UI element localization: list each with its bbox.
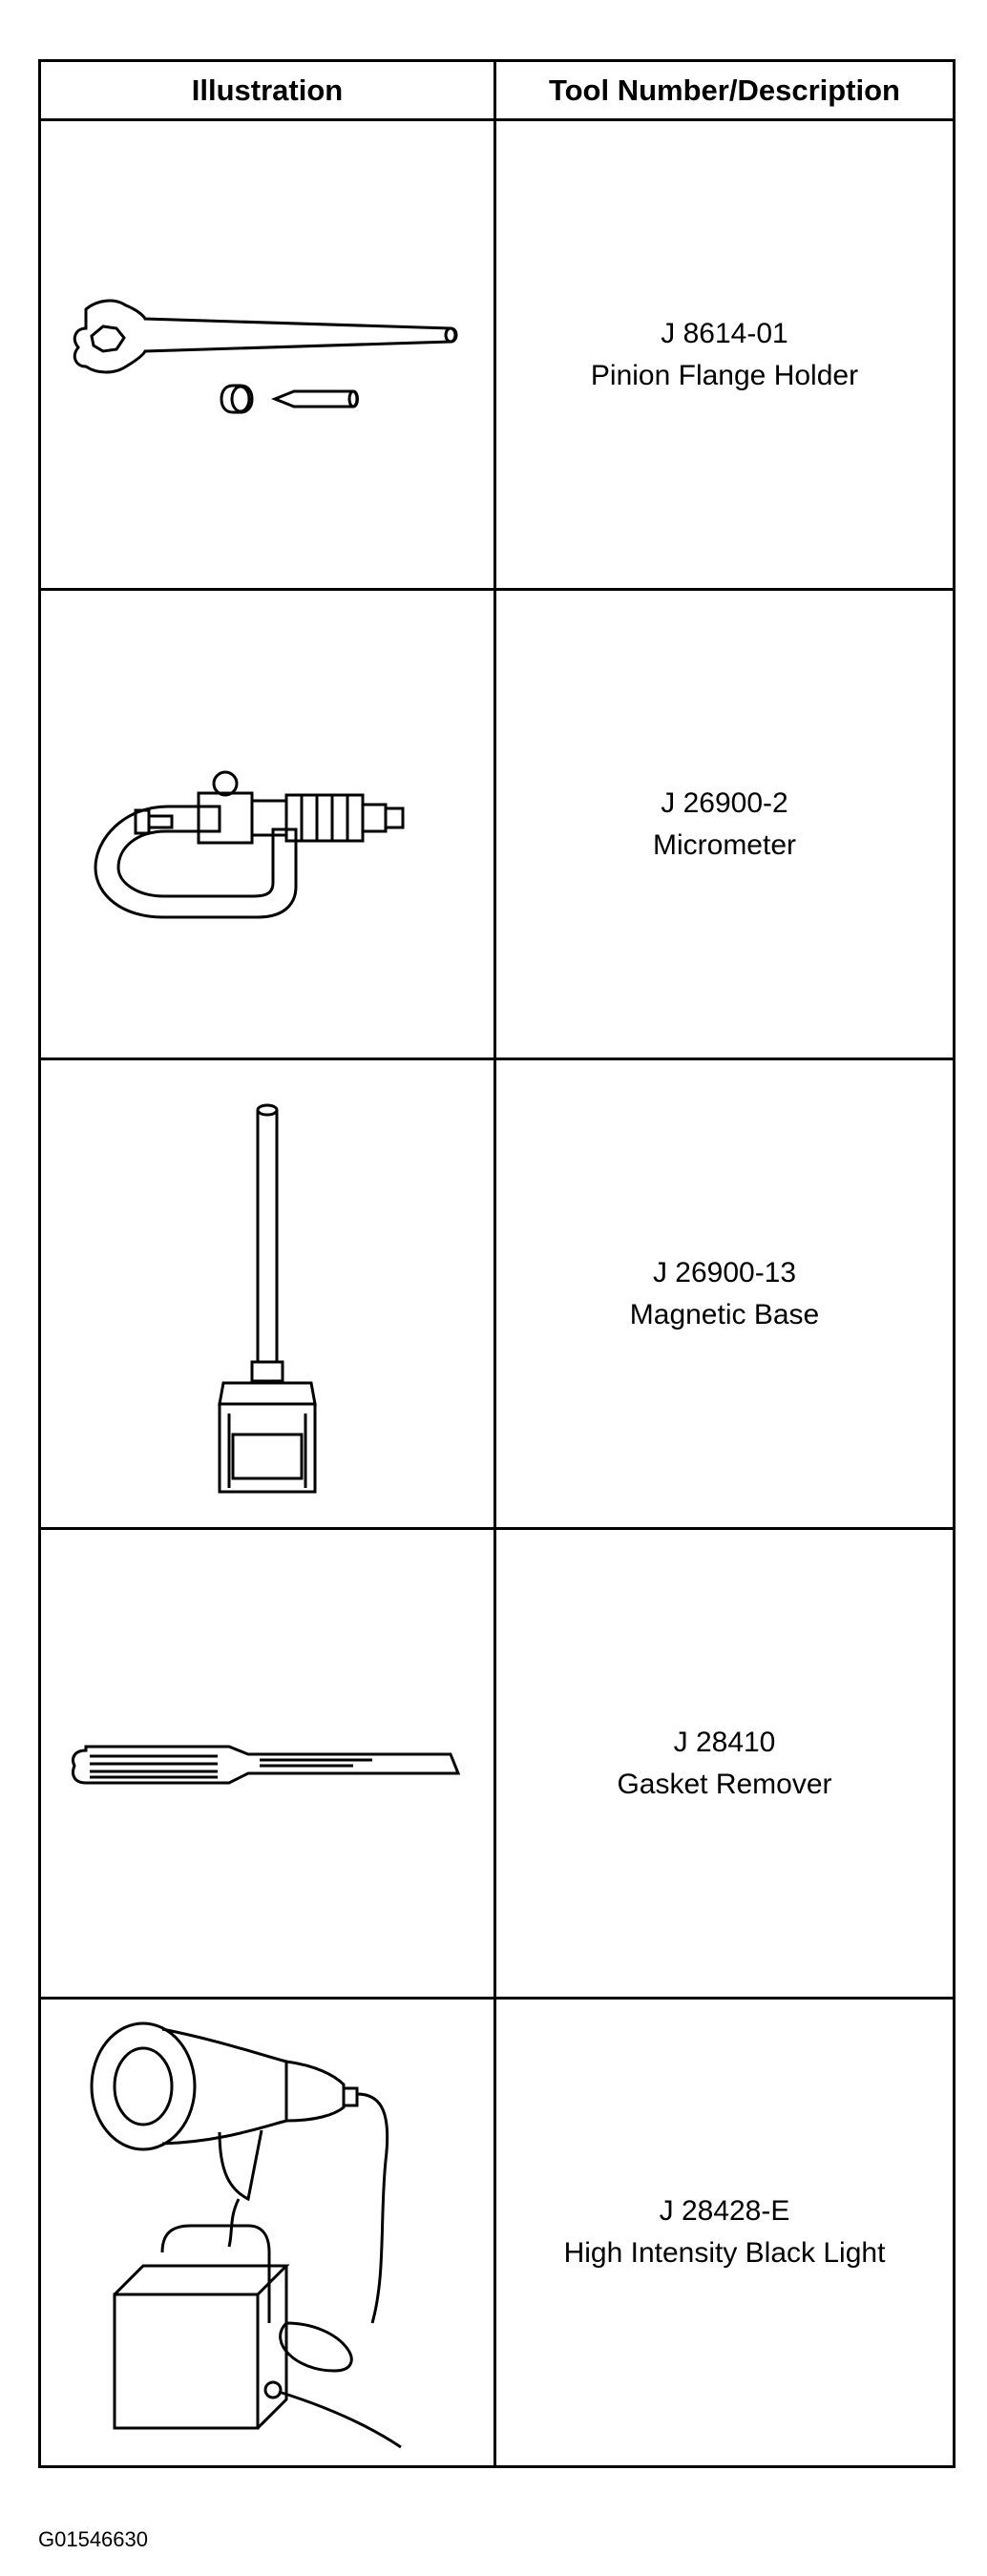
micrometer-icon	[94, 770, 405, 918]
tool-description: Micrometer	[652, 828, 796, 861]
description-cell: J 28410 Gasket Remover	[496, 1530, 953, 1997]
table-row: J 28410 Gasket Remover	[41, 1530, 953, 2000]
tool-description: Pinion Flange Holder	[590, 359, 859, 391]
illustration-cell	[41, 1530, 496, 1997]
table-row: J 8614-01 Pinion Flange Holder	[41, 121, 953, 591]
pinion-flange-holder-icon	[73, 299, 458, 413]
description-cell: J 26900-2 Micrometer	[496, 591, 953, 1058]
tool-number: J 8614-01	[661, 317, 788, 349]
tool-description: Gasket Remover	[617, 1768, 832, 1800]
tool-number: J 28428-E	[659, 2195, 790, 2227]
table-row: J 26900-13 Magnetic Base	[41, 1060, 953, 1530]
header-illustration: Illustration	[41, 62, 496, 118]
tool-number: J 26900-2	[661, 786, 788, 819]
header-description: Tool Number/Description	[548, 73, 900, 107]
description-cell: J 28428-E High Intensity Black Light	[496, 2000, 953, 2465]
tool-description: Magnetic Base	[629, 1298, 820, 1330]
illustration-cell	[41, 2000, 496, 2465]
magnetic-base-icon	[218, 1103, 317, 1493]
figure-id: G01546630	[38, 2527, 148, 2551]
description-cell: J 26900-13 Magnetic Base	[496, 1060, 953, 1527]
table-header: Illustration Tool Number/Description	[41, 62, 953, 121]
black-light-icon	[90, 2021, 402, 2449]
tool-number: J 26900-13	[652, 1256, 797, 1288]
table-row: J 26900-2 Micrometer	[41, 591, 953, 1060]
illustration-cell	[41, 121, 496, 588]
tool-number: J 28410	[673, 1726, 776, 1758]
description-cell: J 8614-01 Pinion Flange Holder	[496, 121, 953, 588]
tools-table: Illustration Tool Number/Description J 8…	[38, 59, 956, 2468]
gasket-remover-icon	[72, 1745, 461, 1784]
table-row: J 28428-E High Intensity Black Light	[41, 2000, 953, 2465]
illustration-cell	[41, 1060, 496, 1527]
illustration-cell	[41, 591, 496, 1058]
tool-description: High Intensity Black Light	[563, 2237, 886, 2269]
